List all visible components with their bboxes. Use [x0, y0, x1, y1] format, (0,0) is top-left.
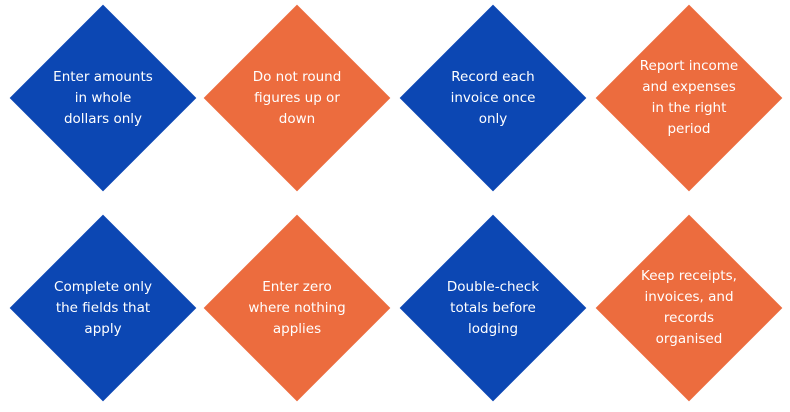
tile-1-label: Enter amounts in whole dollars only: [53, 68, 153, 127]
tile-3: Record each invoice once only: [399, 4, 587, 192]
tile-2: Do not round figures up or down: [203, 4, 391, 192]
tile-5-label: Complete only the fields that apply: [54, 278, 152, 337]
tile-6-label: Enter zero where nothing applies: [248, 278, 346, 337]
tile-7: Double-check totals before lodging: [399, 214, 587, 402]
tile-4-label: Report income and expenses in the right …: [639, 58, 739, 137]
tile-6: Enter zero where nothing applies: [203, 214, 391, 402]
tile-2-label: Do not round figures up or down: [252, 68, 342, 127]
tile-3-label: Record each invoice once only: [450, 68, 536, 127]
tile-4: Report income and expenses in the right …: [595, 4, 783, 192]
tile-1: Enter amounts in whole dollars only: [9, 4, 197, 192]
tile-5: Complete only the fields that apply: [9, 214, 197, 402]
tile-8: Keep receipts, invoices, and records org…: [595, 214, 783, 402]
tile-8-label: Keep receipts, invoices, and records org…: [641, 268, 737, 347]
tile-7-label: Double-check totals before lodging: [446, 278, 540, 337]
